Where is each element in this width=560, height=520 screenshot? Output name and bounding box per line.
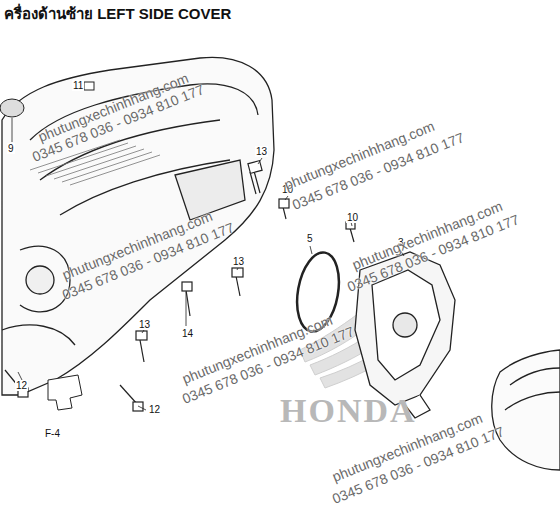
rib-stroke — [70, 155, 160, 185]
left-side-cover — [2, 57, 274, 395]
cap — [0, 99, 24, 117]
callout-number: 11 — [72, 80, 84, 91]
callout-number: 13 — [255, 146, 268, 157]
callout-number: 5 — [306, 233, 314, 244]
callout-number: 10 — [346, 212, 359, 223]
dowel-pin — [84, 82, 94, 90]
clip — [48, 375, 82, 410]
callout-number: F-4 — [44, 428, 61, 439]
callout-number: 13 — [138, 319, 151, 330]
callout-number: 12 — [15, 380, 28, 391]
brand-watermark: HONDA — [280, 392, 417, 430]
callout-number: 14 — [181, 328, 194, 339]
diagram-title: ครื่องด้านซ้าย LEFT SIDE COVER — [4, 2, 231, 26]
callout-number: 9 — [7, 143, 15, 154]
callout-number: 13 — [232, 256, 245, 267]
callout-number: 12 — [148, 404, 161, 415]
rib-stroke — [62, 152, 152, 182]
rib-stroke — [54, 149, 144, 179]
outer-cover — [492, 350, 560, 470]
